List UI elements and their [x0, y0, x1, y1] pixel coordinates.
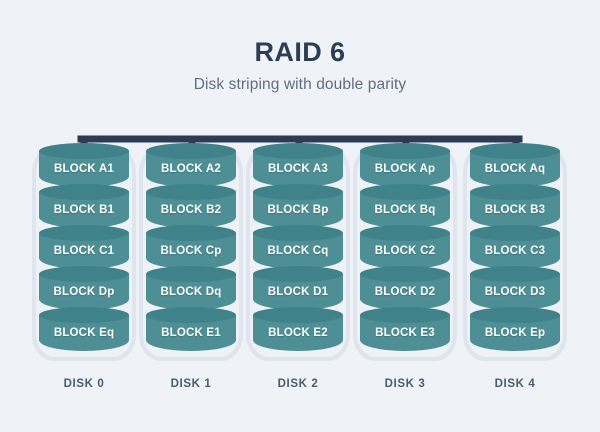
block-cylinder[interactable]: BLOCK Bp	[253, 184, 343, 228]
cylinder-top-ellipse	[360, 225, 450, 241]
cylinder-top-ellipse	[253, 184, 343, 200]
block-label: BLOCK D3	[484, 286, 546, 298]
cylinder-top-ellipse	[470, 266, 560, 282]
disk-block-stack: BLOCK A3 BLOCK Bp BLOCK Cq BLOCK D1 BLOC…	[253, 143, 343, 351]
block-cylinder[interactable]: BLOCK Bq	[360, 184, 450, 228]
page-title: RAID 6	[254, 37, 346, 67]
block-cylinder[interactable]: BLOCK Ap	[360, 143, 450, 187]
block-label: BLOCK Bp	[267, 204, 329, 216]
block-label: BLOCK Dq	[160, 286, 222, 298]
block-cylinder[interactable]: BLOCK A2	[146, 143, 236, 187]
block-label: BLOCK B1	[53, 204, 115, 216]
block-label: BLOCK E2	[268, 327, 328, 339]
block-label: BLOCK D2	[374, 286, 436, 298]
cylinder-top-ellipse	[360, 143, 450, 159]
disk-label: DISK 4	[494, 378, 536, 390]
block-cylinder[interactable]: BLOCK E1	[146, 307, 236, 351]
block-label: BLOCK Eq	[53, 327, 115, 339]
disk-block-stack: BLOCK Aq BLOCK B3 BLOCK C3 BLOCK D3 BLOC…	[470, 143, 560, 351]
block-label: BLOCK D1	[267, 286, 329, 298]
block-cylinder[interactable]: BLOCK Cp	[146, 225, 236, 269]
block-cylinder[interactable]: BLOCK D3	[470, 266, 560, 310]
disk-block-stack: BLOCK A2 BLOCK B2 BLOCK Cp BLOCK Dq BLOC…	[146, 143, 236, 351]
cylinder-top-ellipse	[470, 225, 560, 241]
cylinder-top-ellipse	[360, 266, 450, 282]
cylinder-top-ellipse	[146, 266, 236, 282]
page-subtitle: Disk striping with double parity	[193, 76, 407, 94]
block-label: BLOCK A3	[268, 163, 328, 175]
block-cylinder[interactable]: BLOCK Cq	[253, 225, 343, 269]
block-cylinder[interactable]: BLOCK D1	[253, 266, 343, 310]
cylinder-top-ellipse	[146, 225, 236, 241]
block-label: BLOCK Cp	[160, 245, 222, 257]
block-label: BLOCK C3	[484, 245, 546, 257]
cylinder-top-ellipse	[39, 307, 129, 323]
cylinder-top-ellipse	[360, 307, 450, 323]
cylinder-top-ellipse	[470, 307, 560, 323]
block-label: BLOCK E3	[375, 327, 435, 339]
disk-block-stack: BLOCK A1 BLOCK B1 BLOCK C1 BLOCK Dp BLOC…	[39, 143, 129, 351]
disk-label: DISK 1	[170, 378, 212, 390]
block-label: BLOCK Ep	[484, 327, 546, 339]
block-cylinder[interactable]: BLOCK Ep	[470, 307, 560, 351]
block-label: BLOCK A2	[161, 163, 221, 175]
block-label: BLOCK Aq	[484, 163, 546, 175]
block-cylinder[interactable]: BLOCK C3	[470, 225, 560, 269]
block-cylinder[interactable]: BLOCK B3	[470, 184, 560, 228]
block-cylinder[interactable]: BLOCK Eq	[39, 307, 129, 351]
block-cylinder[interactable]: BLOCK E3	[360, 307, 450, 351]
block-label: BLOCK Dp	[53, 286, 115, 298]
cylinder-top-ellipse	[146, 307, 236, 323]
block-label: BLOCK C1	[53, 245, 115, 257]
cylinder-top-ellipse	[39, 184, 129, 200]
cylinder-top-ellipse	[360, 184, 450, 200]
cylinder-top-ellipse	[253, 143, 343, 159]
block-label: BLOCK B2	[160, 204, 222, 216]
block-cylinder[interactable]: BLOCK C2	[360, 225, 450, 269]
block-label: BLOCK Ap	[374, 163, 436, 175]
cylinder-top-ellipse	[470, 184, 560, 200]
block-cylinder[interactable]: BLOCK B2	[146, 184, 236, 228]
cylinder-top-ellipse	[39, 143, 129, 159]
disk-label: DISK 2	[277, 378, 319, 390]
cylinder-top-ellipse	[253, 225, 343, 241]
cylinder-top-ellipse	[470, 143, 560, 159]
block-cylinder[interactable]: BLOCK B1	[39, 184, 129, 228]
block-cylinder[interactable]: BLOCK Dq	[146, 266, 236, 310]
disk-block-stack: BLOCK Ap BLOCK Bq BLOCK C2 BLOCK D2 BLOC…	[360, 143, 450, 351]
cylinder-top-ellipse	[253, 266, 343, 282]
cylinder-top-ellipse	[39, 266, 129, 282]
diagram-header: RAID 6 Disk striping with double parity	[0, 0, 600, 94]
cylinder-top-ellipse	[146, 143, 236, 159]
disk-label: DISK 3	[384, 378, 426, 390]
disk-label: DISK 0	[63, 378, 105, 390]
block-label: BLOCK Cq	[267, 245, 329, 257]
block-cylinder[interactable]: BLOCK D2	[360, 266, 450, 310]
block-cylinder[interactable]: BLOCK A1	[39, 143, 129, 187]
cylinder-top-ellipse	[146, 184, 236, 200]
block-cylinder[interactable]: BLOCK Dp	[39, 266, 129, 310]
block-label: BLOCK C2	[374, 245, 436, 257]
block-cylinder[interactable]: BLOCK Aq	[470, 143, 560, 187]
disk-array: BLOCK A1 BLOCK B1 BLOCK C1 BLOCK Dp BLOC…	[0, 143, 600, 406]
block-cylinder[interactable]: BLOCK C1	[39, 225, 129, 269]
block-label: BLOCK Bq	[374, 204, 436, 216]
block-label: BLOCK E1	[161, 327, 221, 339]
block-cylinder[interactable]: BLOCK A3	[253, 143, 343, 187]
block-label: BLOCK A1	[54, 163, 114, 175]
cylinder-top-ellipse	[253, 307, 343, 323]
block-label: BLOCK B3	[484, 204, 546, 216]
block-cylinder[interactable]: BLOCK E2	[253, 307, 343, 351]
cylinder-top-ellipse	[39, 225, 129, 241]
